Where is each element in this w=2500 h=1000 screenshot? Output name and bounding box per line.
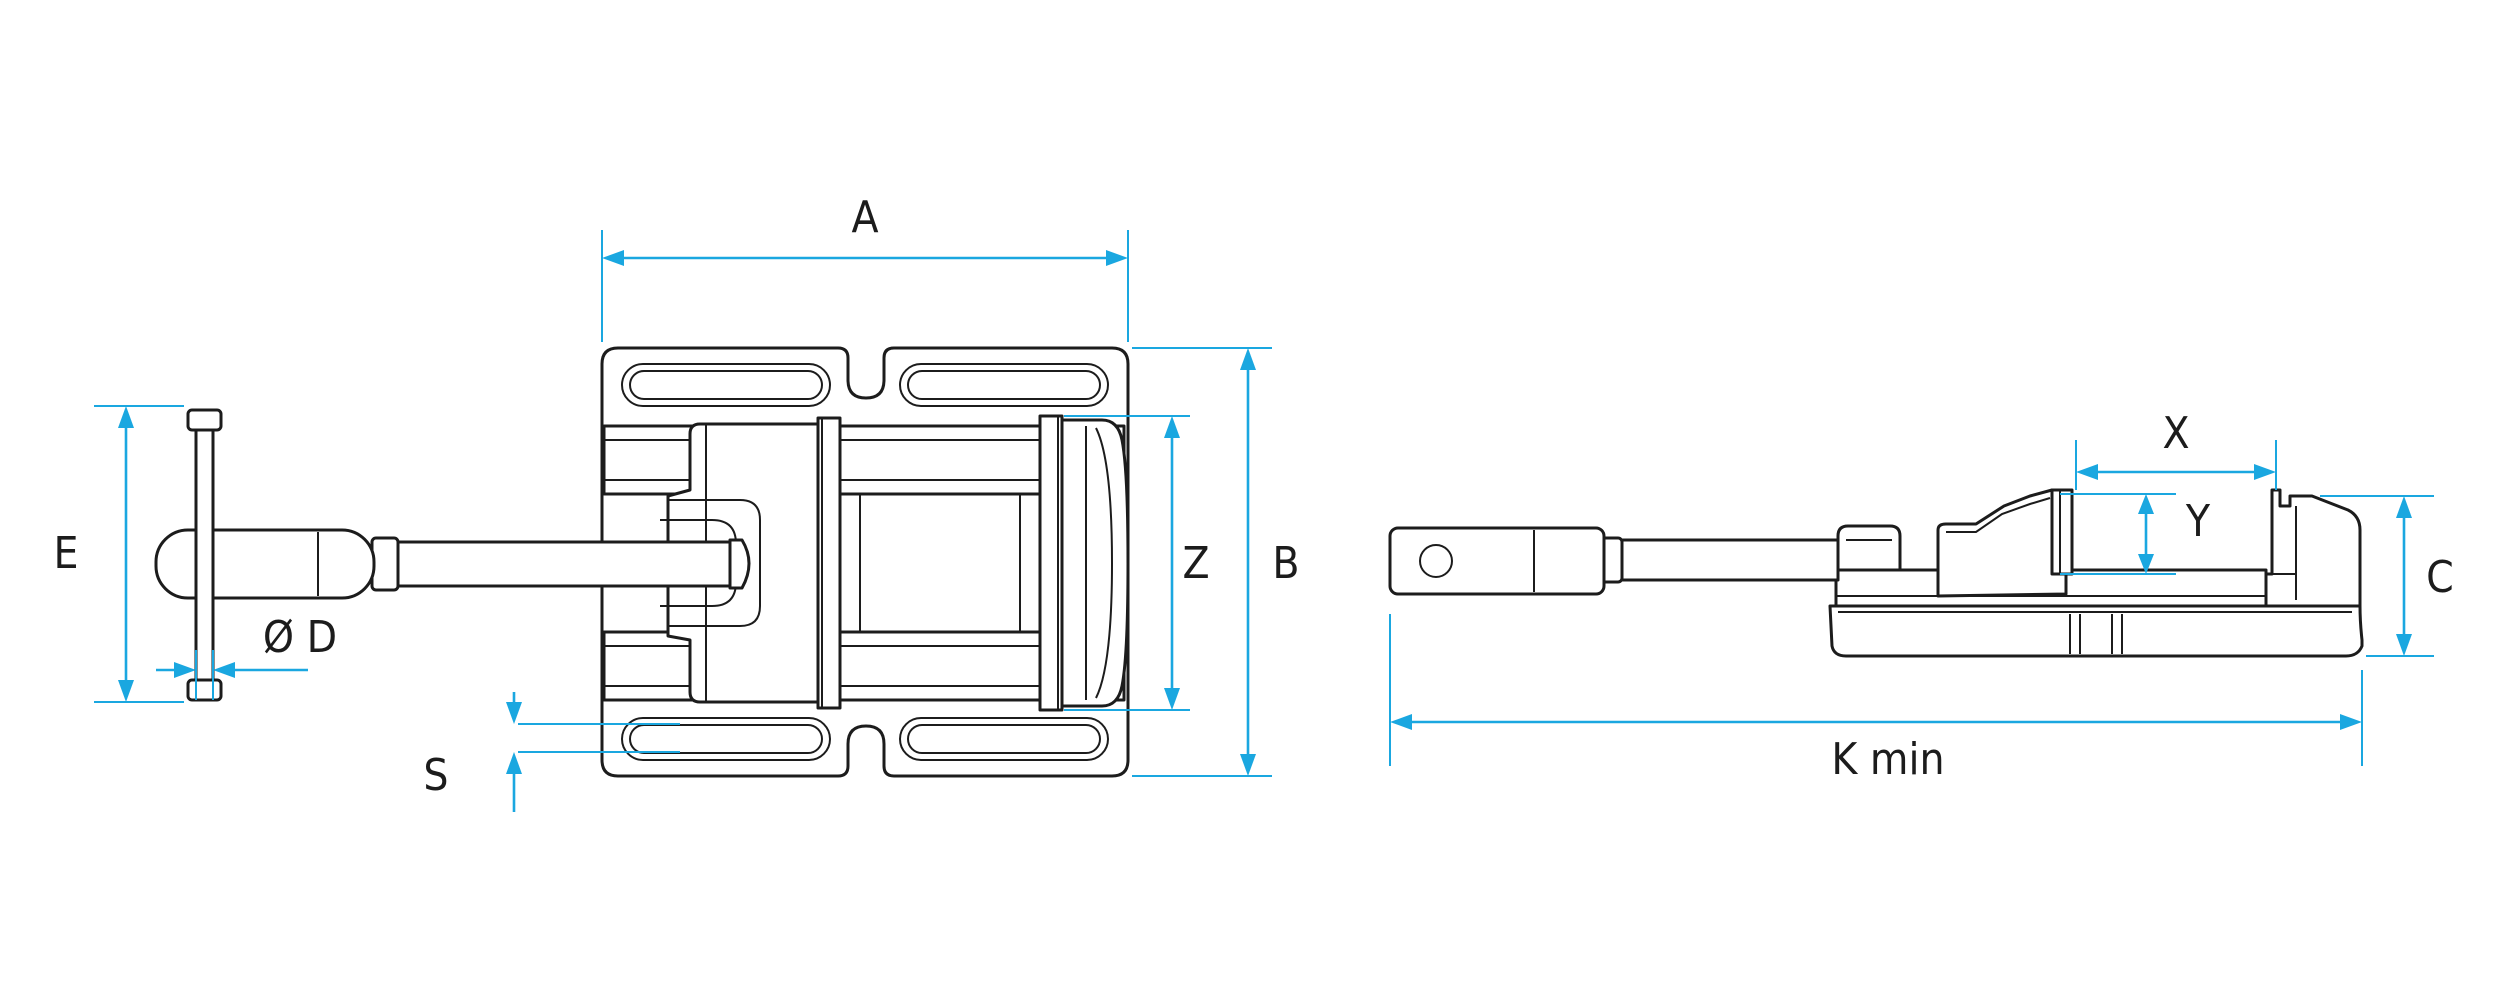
side-handle-grip: [1388, 526, 1606, 596]
label-a: A: [851, 192, 878, 243]
mounting-slot-top-right-inner: [907, 370, 1101, 400]
side-jaw-plate-left: [2050, 488, 2074, 576]
t-handle-bar: [194, 416, 215, 690]
dimension-s: [506, 692, 680, 812]
dimension-labels: A B Z E Ø D S X Y C K min: [53, 192, 2453, 801]
dimension-e: [94, 405, 184, 703]
dimension-c: [2320, 495, 2434, 657]
side-lead-screw: [1618, 538, 1840, 582]
screw-collar: [370, 536, 400, 592]
dimension-a: [601, 230, 1129, 342]
side-base: [1828, 604, 2364, 658]
dimension-y: [2060, 493, 2176, 575]
dimension-k-min: [1389, 614, 2363, 766]
side-rear-block: [1836, 524, 1902, 572]
center-bed: [838, 492, 1042, 634]
dimension-z: [1064, 415, 1190, 711]
dimension-d: [156, 650, 308, 700]
label-x: X: [2162, 408, 2189, 459]
mounting-slot-top-left: [621, 363, 831, 407]
label-b: B: [1272, 538, 1299, 589]
jaw-plate-right: [1038, 414, 1064, 712]
label-e: E: [53, 528, 78, 579]
handle-grip: [154, 528, 376, 600]
t-handle-end-bottom: [186, 678, 223, 702]
dimension-x: [2075, 440, 2277, 490]
label-z: Z: [1182, 538, 1209, 589]
vise-side-view: [1388, 488, 2364, 658]
mounting-slot-bottom-left-inner: [629, 724, 823, 754]
dimension-b: [1132, 347, 1272, 777]
screw-tip: [728, 538, 751, 590]
side-movable-jaw: [1936, 488, 2068, 598]
label-c: C: [2426, 552, 2454, 603]
vise-top-view: [154, 346, 1130, 778]
side-fixed-jaw: [2264, 488, 2362, 608]
mounting-slot-bottom-left: [621, 717, 831, 761]
label-d: Ø D: [263, 612, 337, 663]
label-y: Y: [2185, 496, 2211, 547]
mounting-slot-top-left-inner: [629, 370, 823, 400]
side-handle-hole: [1419, 544, 1453, 578]
label-s: S: [423, 750, 448, 801]
mounting-slot-top-right: [899, 363, 1109, 407]
label-k-min: K min: [1831, 734, 1944, 785]
t-handle-end-top: [186, 408, 223, 432]
lead-screw: [394, 540, 742, 588]
dimension-lines: [94, 230, 2434, 812]
mounting-slot-bottom-right: [899, 717, 1109, 761]
jaw-plate-left: [816, 416, 842, 710]
mounting-slot-bottom-right-inner: [907, 724, 1101, 754]
fixed-jaw: [1060, 418, 1130, 708]
